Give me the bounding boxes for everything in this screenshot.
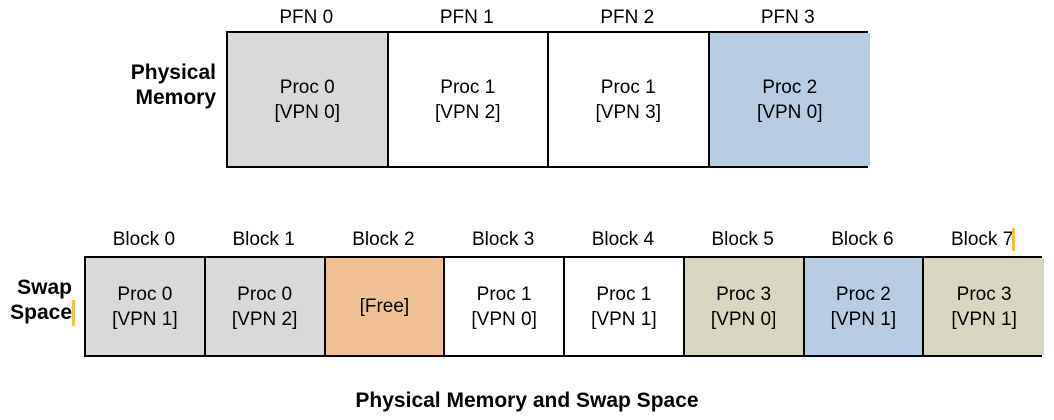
block-caption-6: Block 6 xyxy=(831,229,894,250)
swap-space-cell-3[interactable]: Proc 1 [VPN 0] xyxy=(445,258,565,355)
swap-space-cell-6[interactable]: Proc 2 [VPN 1] xyxy=(804,258,925,355)
swap-space-cell-0[interactable]: Proc 0 [VPN 1] xyxy=(86,258,206,355)
swap-space-cell-4-line1: Proc 1 xyxy=(596,283,652,305)
swap-space-cell-0-line2: [VPN 1] xyxy=(112,308,178,330)
swap-space-cell-5[interactable]: Proc 3 [VPN 0] xyxy=(684,258,805,355)
swap-space-cell-7-line1: Proc 3 xyxy=(956,283,1012,305)
swap-space-cell-4[interactable]: Proc 1 [VPN 1] xyxy=(565,258,685,355)
physical-memory-cell-1-line1: Proc 1 xyxy=(440,76,496,98)
swap-space-cell-5-line1: Proc 3 xyxy=(716,283,772,305)
block-caption-7: Block 7 xyxy=(950,229,1014,250)
block-caption-0: Block 0 xyxy=(112,229,176,250)
pfn-caption-1: PFN 1 xyxy=(439,7,494,28)
physical-memory-cell-3-line2: [VPN 0] xyxy=(757,101,823,123)
text-caret-icon-swap-label xyxy=(72,300,75,326)
physical-memory-cell-0-line2: [VPN 0] xyxy=(274,101,340,123)
pfn-caption-0: PFN 0 xyxy=(279,7,334,28)
swap-space-cell-7[interactable]: Proc 3 [VPN 1] xyxy=(924,258,1044,355)
swap-space-cell-0-line1: Proc 0 xyxy=(117,283,173,305)
figure-caption: Physical Memory and Swap Space xyxy=(355,389,699,412)
pfn-caption-row: PFN 0 PFN 1 PFN 2 PFN 3 xyxy=(226,6,868,29)
physical-memory-cell-3[interactable]: Proc 2 [VPN 0] xyxy=(709,33,870,166)
swap-space-cell-5-line2: [VPN 0] xyxy=(710,308,777,330)
swap-space-cell-1-line1: Proc 0 xyxy=(237,283,293,305)
physical-memory-strip: Proc 0[VPN 0]Proc 1[VPN 2]Proc 1[VPN 3]P… xyxy=(226,31,870,168)
physical-memory-cell-0-line1: Proc 0 xyxy=(279,76,335,98)
pfn-caption-3: PFN 3 xyxy=(760,7,815,28)
block-caption-5: Block 5 xyxy=(711,229,774,250)
swap-space-cell-6-line2: [VPN 1] xyxy=(830,308,897,330)
block-caption-2: Block 2 xyxy=(352,229,415,250)
swap-space-cell-1-line2: [VPN 2] xyxy=(231,308,298,330)
swap-space-cell-2-line1: [Free] xyxy=(359,296,410,317)
swap-space-cell-4-line2: [VPN 1] xyxy=(591,308,657,330)
swap-space-row-label: Swap Space xyxy=(10,276,72,324)
swap-space-cell-1[interactable]: Proc 0 [VPN 2] xyxy=(205,258,326,355)
block-caption-4: Block 4 xyxy=(591,229,655,250)
physical-memory-cell-0[interactable]: Proc 0 [VPN 0] xyxy=(228,33,389,166)
physical-memory-row-label: Physical Memory xyxy=(130,61,216,109)
physical-memory-cell-2-line2: [VPN 3] xyxy=(595,101,661,123)
swap-space-cell-3-line1: Proc 1 xyxy=(476,283,532,305)
block-caption-3: Block 3 xyxy=(471,229,535,250)
block-caption-row: Block 0 Block 1 Block 2 Block 3 Block 4 Block… xyxy=(84,228,1042,251)
swap-space-cell-7-line2: [VPN 1] xyxy=(951,308,1017,330)
physical-memory-cell-1-line2: [VPN 2] xyxy=(435,101,501,123)
physical-memory-cell-2-line1: Proc 1 xyxy=(600,76,656,98)
text-caret-icon-block7 xyxy=(1012,228,1015,251)
physical-memory-cell-3-line1: Proc 2 xyxy=(762,76,818,98)
physical-memory-cell-2[interactable]: Proc 1 [VPN 3] xyxy=(549,33,710,166)
pfn-caption-2: PFN 2 xyxy=(600,7,655,28)
swap-space-strip: Proc 0 [VPN 1] Proc 0 [VPN 2] [Free] Proc 1 [V… xyxy=(84,256,1044,357)
swap-space-cell-6-line1: Proc 2 xyxy=(835,283,891,305)
block-caption-1: Block 1 xyxy=(232,229,295,250)
physical-memory-cell-1[interactable]: Proc 1 [VPN 2] xyxy=(388,33,549,166)
swap-space-cell-3-line2: [VPN 0] xyxy=(471,308,537,330)
swap-space-cell-2[interactable]: [Free] xyxy=(325,258,446,355)
